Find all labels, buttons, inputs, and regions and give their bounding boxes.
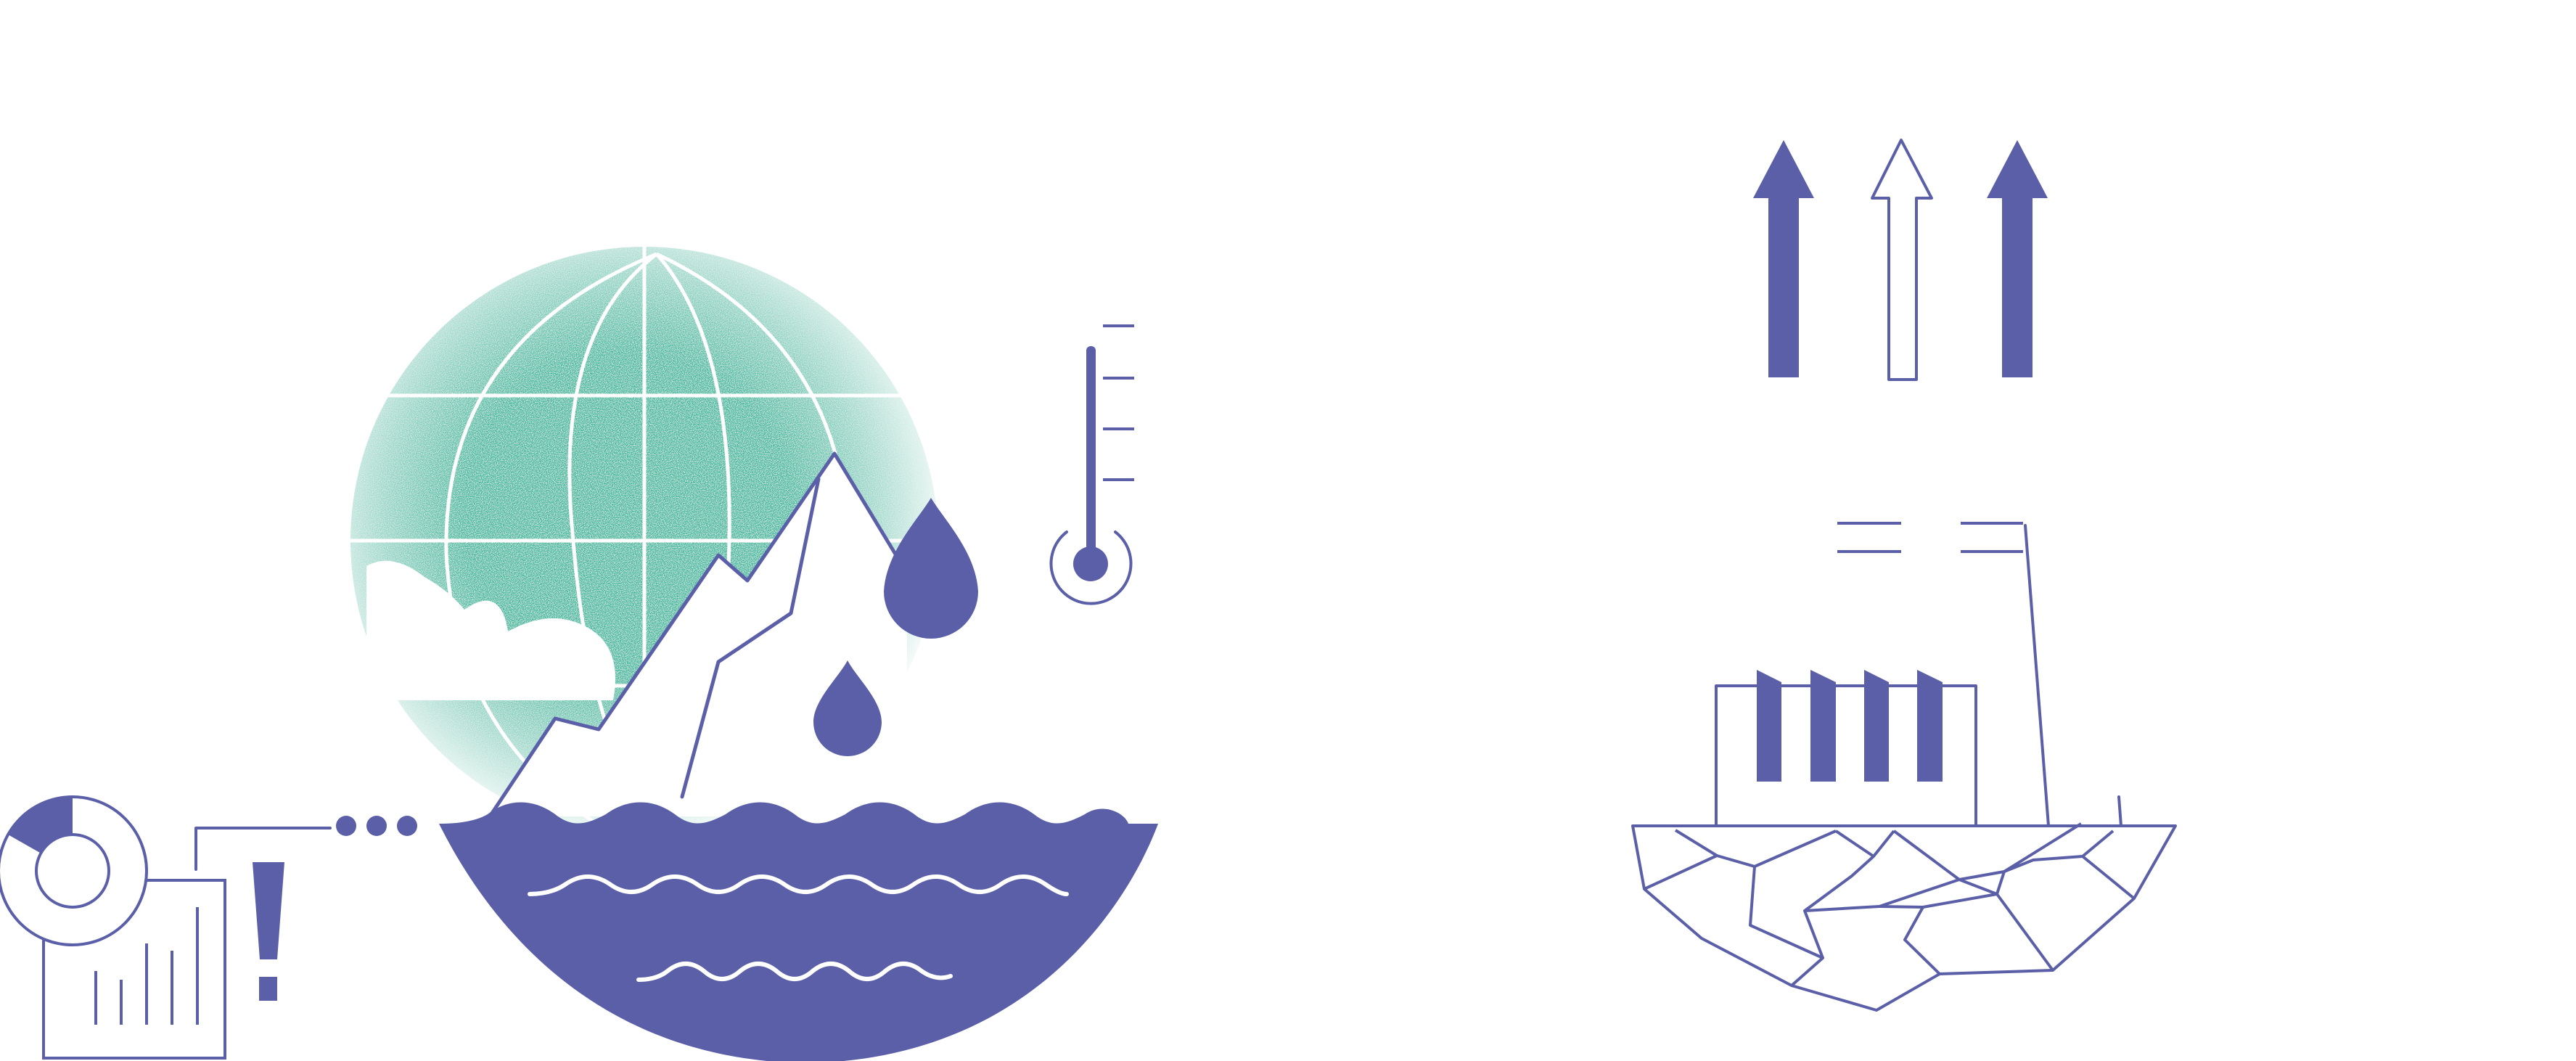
ocean-waves-icon [439,802,1158,1061]
smoke-lines [1837,522,2023,553]
thermometer-icon [1049,324,1134,605]
up-arrow-icon [1987,140,2048,377]
up-arrows-group [1753,139,2048,381]
donut-chart-icon [0,795,148,946]
ellipsis-icon [336,816,417,836]
mountain-icon [488,451,909,819]
water-drop-icon [813,498,978,756]
connector-line [194,827,332,871]
cloud-icon [366,560,615,700]
factory-icon [1715,524,2122,827]
up-arrow-icon [1871,139,1933,381]
cracked-ground-icon [1631,822,2177,1012]
exclamation-icon [253,862,284,1001]
up-arrow-icon [1753,140,1814,377]
